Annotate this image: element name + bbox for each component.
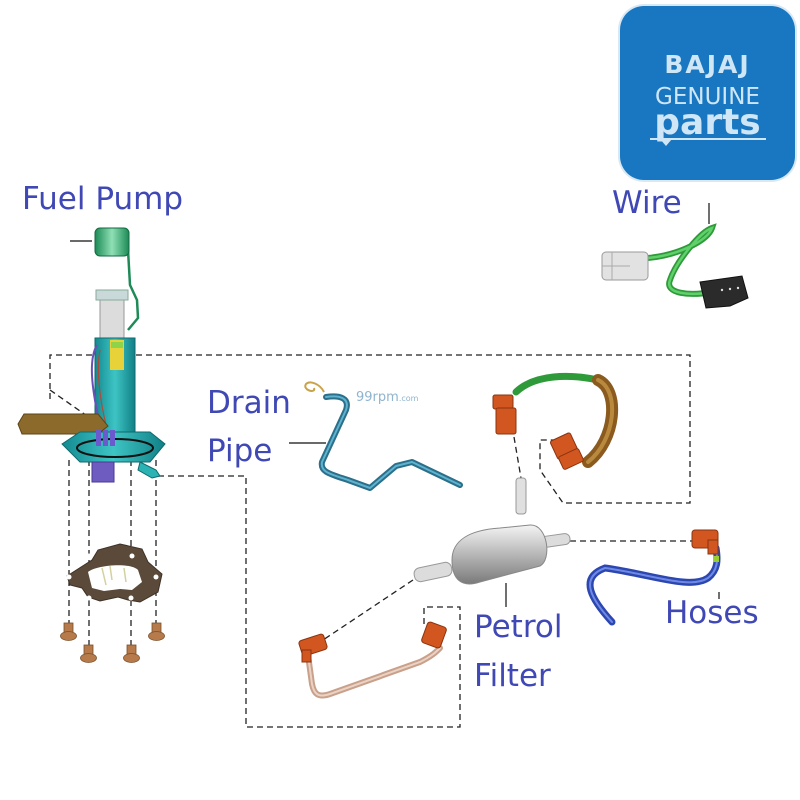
wire-illustration (601, 223, 749, 309)
label-drain-line1: Drain (207, 385, 291, 421)
bolt (123, 644, 140, 663)
label-hoses: Hoses (665, 595, 759, 631)
watermark: 99rpm.com (356, 390, 418, 405)
fuel-pump-illustration (17, 227, 166, 483)
bolt (60, 622, 77, 641)
label-wire: Wire (612, 185, 682, 221)
bolt (80, 644, 97, 663)
leader-lines (70, 203, 720, 607)
dash-filter-left (322, 579, 414, 641)
dash-pump-to-bracket (49, 389, 91, 419)
blue-hose-illustration (586, 529, 721, 626)
logo-genuine-text: GENUINE (655, 84, 760, 110)
label-petrol-line2: Filter (474, 658, 551, 694)
logo-brand-text: BAJAJ (664, 50, 751, 79)
assembly-dashed-lines (49, 354, 693, 728)
label-drain-line2: Pipe (207, 433, 273, 469)
watermark-main: 99rpm (356, 390, 399, 405)
dash-pump-to-hose-group (49, 354, 691, 504)
label-fuel-pump: Fuel Pump (22, 181, 183, 217)
label-petrol-line1: Petrol (474, 609, 563, 645)
hose-with-connectors-illustration (492, 372, 619, 470)
bajaj-genuine-parts-logo: BAJAJ GENUINE parts (620, 6, 795, 180)
drain-pipe-illustration (304, 381, 463, 491)
logo-parts-text: parts (654, 102, 761, 143)
logo-pointer-icon (660, 139, 672, 146)
logo-underline (650, 138, 766, 140)
watermark-suffix: .com (398, 394, 419, 403)
dash-pump-to-filter-frame (158, 475, 461, 728)
dash-filter-top (513, 436, 522, 479)
copper-hose-illustration (298, 621, 447, 699)
gasket-illustration (66, 543, 163, 603)
bolts (60, 622, 165, 663)
petrol-filter-illustration (413, 477, 571, 585)
bolt (148, 622, 165, 641)
